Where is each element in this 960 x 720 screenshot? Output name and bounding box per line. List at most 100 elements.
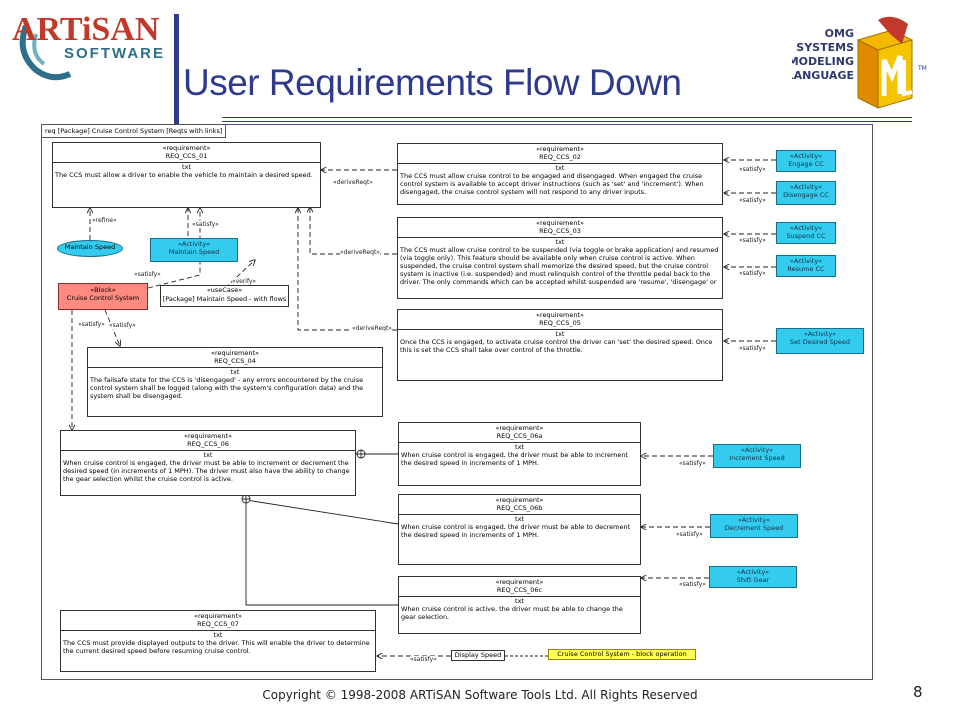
requirement-req-ccs-06a[interactable]: «requirement» REQ_CCS_06a txt When cruis… — [398, 422, 641, 486]
sysml-logo: OMG SYSTEMS MODELING LANGUAGE TM — [792, 16, 927, 109]
requirement-text: The CCS must allow a driver to enable th… — [55, 171, 313, 179]
diagram-frame-label: req [Package] Cruise Control System [Req… — [42, 125, 227, 138]
satisfy-label: «satisfy» — [78, 321, 105, 328]
requirement-stereotype: «requirement» — [183, 432, 233, 440]
satisfy-label: «satisfy» — [679, 460, 706, 467]
satisfy-label: «satisfy» — [739, 237, 766, 244]
requirement-text-label: txt — [555, 238, 565, 246]
derive-label: «deriveReqt» — [333, 179, 373, 186]
activity-stereotype: «Activity» — [740, 446, 774, 454]
block-operation-note-text: Cruise Control System - block operation — [557, 650, 687, 658]
derive-link-05 — [298, 208, 397, 331]
requirement-req-ccs-01[interactable]: «requirement» REQ_CCS_01 txt The CCS mus… — [52, 142, 321, 208]
use-case-note-stereotype: «useCase» — [206, 286, 243, 294]
activity-stereotype: «Activity» — [789, 224, 823, 232]
activity-stereotype: «Activity» — [789, 183, 823, 191]
copyright-footer: Copyright © 1998-2008 ARTiSAN Software T… — [262, 688, 698, 702]
satisfy-label: «satisfy» — [410, 656, 437, 663]
activity-maintain-speed[interactable]: «Activity» Maintain Speed — [150, 238, 238, 262]
title-rule — [222, 117, 912, 118]
activity-stereotype: «Activity» — [177, 240, 211, 248]
sysml-logo-line-1: OMG — [825, 27, 854, 40]
requirement-id: REQ_CCS_06b — [496, 504, 543, 512]
requirement-text-label: txt — [203, 451, 213, 459]
page-number: 8 — [913, 683, 923, 701]
requirement-req-ccs-06b[interactable]: «requirement» REQ_CCS_06b txt When cruis… — [398, 494, 641, 565]
activity-name: Shift Gear — [736, 576, 770, 584]
artisan-logo-sub: SOFTWARE — [64, 45, 165, 62]
display-speed-operation[interactable]: Display Speed — [451, 650, 505, 661]
activity-decrement-speed[interactable]: «Activity» Decrement Speed — [710, 514, 798, 538]
activity-stereotype: «Activity» — [803, 330, 837, 338]
slide-title: User Requirements Flow Down — [183, 62, 682, 103]
requirement-stereotype: «requirement» — [495, 424, 544, 432]
derive-label: «deriveReqt» — [340, 249, 380, 256]
sysml-logo-line-3: MODELING — [792, 55, 854, 68]
satisfy-link-block — [147, 208, 200, 289]
requirement-req-ccs-04[interactable]: «requirement» REQ_CCS_04 txt The failsaf… — [87, 347, 383, 417]
requirement-text: When cruise control is active, the drive… — [401, 605, 623, 621]
satisfy-label: «satisfy» — [676, 531, 703, 538]
title-accent-bar — [174, 14, 179, 126]
requirement-text: When cruise control is engaged, the driv… — [63, 459, 350, 483]
activity-name: Engage CC — [788, 160, 824, 168]
derive-label: «deriveReqt» — [352, 325, 392, 332]
requirement-text: The CCS must provide displayed outputs t… — [63, 639, 370, 655]
activity-resume-cc[interactable]: «Activity» Resume CC — [776, 255, 836, 277]
activity-stereotype: «Activity» — [789, 257, 823, 265]
satisfy-label: «satisfy» — [192, 221, 219, 228]
requirement-id: REQ_CCS_02 — [539, 153, 581, 161]
satisfy-label: «satisfy» — [109, 322, 136, 329]
activity-set-desired-speed[interactable]: «Activity» Set Desired Speed — [776, 328, 864, 354]
activity-shift-gear[interactable]: «Activity» Shift Gear — [709, 566, 797, 588]
satisfy-label: «satisfy» — [134, 271, 161, 278]
requirement-id: REQ_CCS_03 — [539, 227, 581, 235]
block-cruise-control-system[interactable]: «Block» Cruise Control System — [58, 283, 148, 310]
requirement-text-label: txt — [213, 631, 223, 639]
use-case-package-note[interactable]: «useCase» [Package] Maintain Speed - wit… — [160, 285, 289, 307]
artisan-logo-name: ARTiSAN — [12, 11, 160, 48]
sysml-logo-line-4: LANGUAGE — [792, 69, 854, 82]
requirement-stereotype: «requirement» — [535, 219, 585, 227]
requirement-text-label: txt — [555, 330, 565, 338]
activity-name: Suspend CC — [786, 232, 826, 240]
requirement-id: REQ_CCS_05 — [539, 319, 581, 327]
requirement-req-ccs-02[interactable]: «requirement» REQ_CCS_02 txt The CCS mus… — [397, 143, 723, 205]
activity-name: Resume CC — [787, 265, 825, 273]
display-speed-label: Display Speed — [454, 651, 502, 659]
requirement-id: REQ_CCS_06c — [496, 586, 543, 594]
verify-link — [224, 260, 255, 289]
requirement-req-ccs-03[interactable]: «requirement» REQ_CCS_03 txt The CCS mus… — [397, 217, 723, 299]
use-case-maintain-speed[interactable]: Maintain Speed — [57, 240, 123, 257]
sysml-logo-tm: TM — [917, 65, 927, 72]
activity-name: Decrement Speed — [724, 524, 784, 532]
requirement-req-ccs-06c[interactable]: «requirement» REQ_CCS_06c txt When cruis… — [398, 576, 641, 634]
activity-increment-speed[interactable]: «Activity» Increment Speed — [713, 444, 801, 468]
requirement-stereotype: «requirement» — [162, 144, 211, 152]
requirement-req-ccs-05[interactable]: «requirement» REQ_CCS_05 txt Once the CC… — [397, 309, 723, 381]
activity-engage-cc[interactable]: «Activity» Engage CC — [776, 150, 836, 172]
requirement-text-label: txt — [515, 443, 524, 451]
satisfy-label: «satisfy» — [739, 270, 766, 277]
requirement-text: The CCS must allow cruise control to be … — [400, 246, 719, 286]
containment-line-06b — [245, 496, 399, 525]
activity-name: Disengage CC — [783, 191, 829, 199]
requirement-text-label: txt — [555, 164, 565, 172]
activity-name: Increment Speed — [729, 454, 785, 462]
activity-stereotype: «Activity» — [737, 516, 771, 524]
block-operation-note[interactable]: Cruise Control System - block operation — [548, 649, 696, 660]
block-stereotype: «Block» — [90, 286, 116, 294]
use-case-name: Maintain Speed — [64, 243, 116, 251]
requirement-id: REQ_CCS_04 — [214, 357, 256, 365]
block-name: Cruise Control System — [66, 294, 140, 302]
requirement-text-label: txt — [182, 163, 191, 171]
activity-disengage-cc[interactable]: «Activity» Disengage CC — [776, 181, 836, 205]
requirement-stereotype: «requirement» — [210, 349, 260, 357]
derive-link-03 — [310, 207, 397, 255]
requirement-id: REQ_CCS_07 — [197, 620, 239, 628]
requirement-req-ccs-07[interactable]: «requirement» REQ_CCS_07 txt The CCS mus… — [60, 610, 376, 672]
activity-suspend-cc[interactable]: «Activity» Suspend CC — [776, 222, 836, 244]
requirement-req-ccs-06[interactable]: «requirement» REQ_CCS_06 txt When cruise… — [60, 430, 356, 496]
activity-stereotype: «Activity» — [789, 152, 823, 160]
